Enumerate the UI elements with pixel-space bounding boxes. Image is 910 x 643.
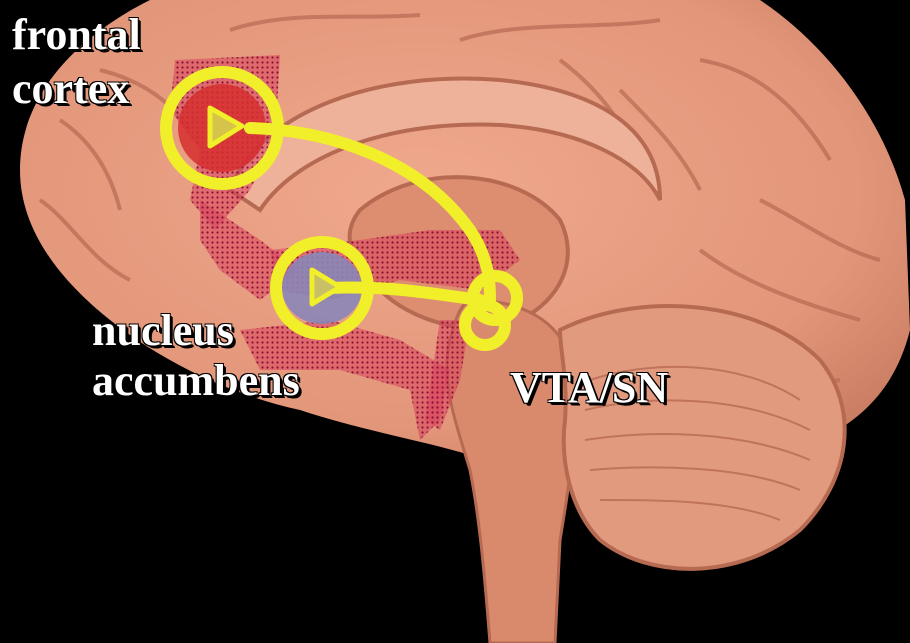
frontal-cortex-label: frontal cortex	[12, 8, 141, 116]
frontal-cortex-label-line2: cortex	[12, 62, 141, 116]
vta-sn-label: VTA/SN	[510, 366, 668, 410]
nucleus-accumbens-label-line1: nucleus	[92, 306, 300, 356]
nucleus-accumbens-label-line2: accumbens	[92, 356, 300, 406]
brainstem	[447, 300, 574, 643]
nucleus-accumbens-label: nucleus accumbens	[92, 306, 300, 406]
frontal-cortex-label-line1: frontal	[12, 8, 141, 62]
